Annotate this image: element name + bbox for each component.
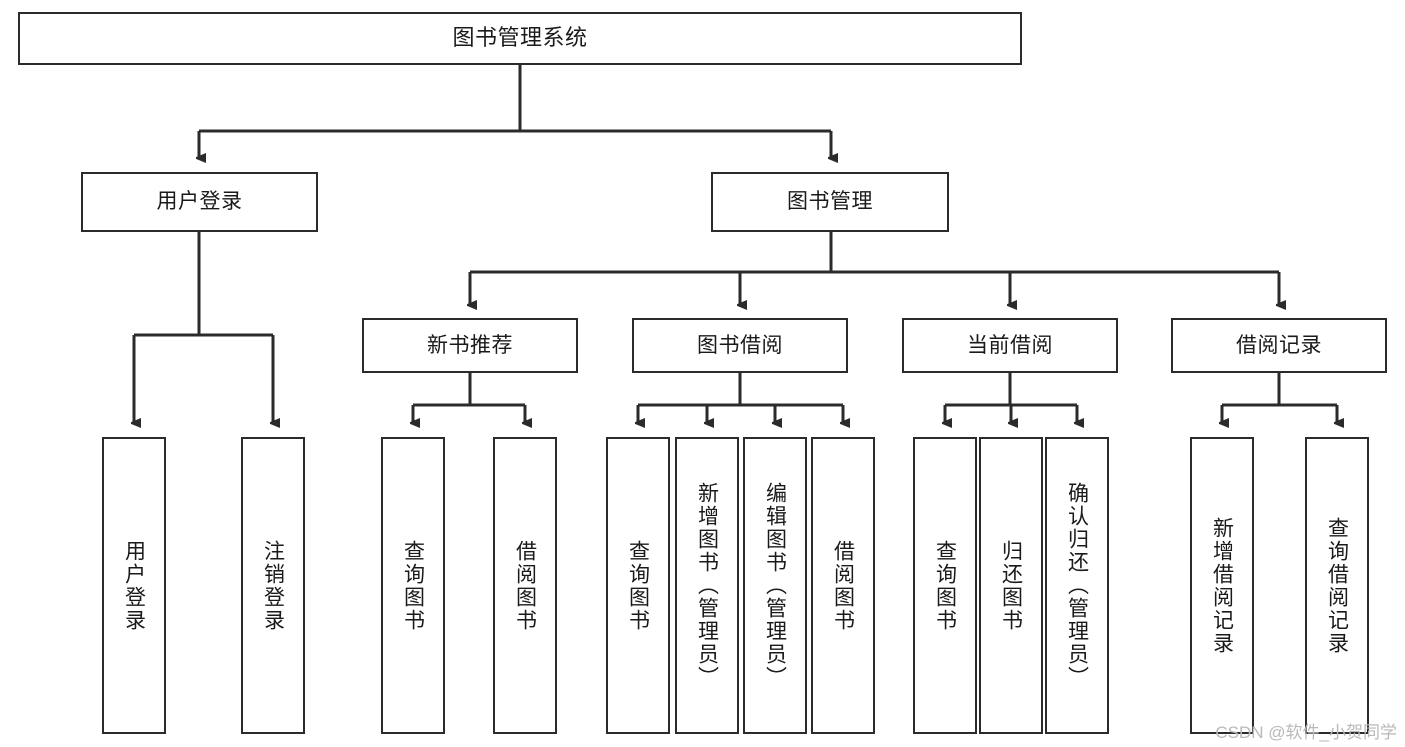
leaf-query-borrow-record[interactable]: 查询借阅记录 <box>1305 437 1369 734</box>
leaf-confirm-return-admin[interactable]: 确认归还（管理员） <box>1045 437 1109 734</box>
leaf-borrow-book-recommend[interactable]: 借阅图书 <box>493 437 557 734</box>
node-label: 注销登录 <box>261 539 285 632</box>
node-label: 当前借阅 <box>967 333 1053 357</box>
node-user-login[interactable]: 用户登录 <box>81 172 318 232</box>
node-label: 确认归还（管理员） <box>1065 482 1089 689</box>
node-label: 新增借阅记录 <box>1210 516 1234 655</box>
node-label: 新增图书（管理员） <box>695 482 719 689</box>
leaf-query-book-recommend[interactable]: 查询图书 <box>381 437 445 734</box>
leaf-query-book-borrow[interactable]: 查询图书 <box>606 437 670 734</box>
watermark-text: CSDN @软件_小贺同学 <box>1215 723 1397 742</box>
node-label: 借阅图书 <box>513 539 537 632</box>
node-root-book-management-system[interactable]: 图书管理系统 <box>18 12 1022 65</box>
node-label: 新书推荐 <box>427 333 513 357</box>
node-label: 查询图书 <box>626 539 650 632</box>
node-label: 图书借阅 <box>697 333 783 357</box>
node-label: 查询借阅记录 <box>1325 516 1349 655</box>
node-label: 图书管理系统 <box>452 25 588 51</box>
node-label: 用户登录 <box>156 190 243 214</box>
leaf-borrow-book[interactable]: 借阅图书 <box>811 437 875 734</box>
node-current-borrow[interactable]: 当前借阅 <box>902 318 1118 373</box>
leaf-user-logout[interactable]: 注销登录 <box>241 437 305 734</box>
node-borrow-record[interactable]: 借阅记录 <box>1171 318 1387 373</box>
leaf-add-book-admin[interactable]: 新增图书（管理员） <box>675 437 739 734</box>
node-label: 借阅图书 <box>831 539 855 632</box>
leaf-return-book[interactable]: 归还图书 <box>979 437 1043 734</box>
leaf-user-login[interactable]: 用户登录 <box>102 437 166 734</box>
node-label: 编辑图书（管理员） <box>763 482 787 689</box>
node-book-management[interactable]: 图书管理 <box>711 172 949 232</box>
leaf-query-book-current[interactable]: 查询图书 <box>913 437 977 734</box>
node-label: 用户登录 <box>122 539 146 632</box>
leaf-edit-book-admin[interactable]: 编辑图书（管理员） <box>743 437 807 734</box>
node-label: 借阅记录 <box>1236 333 1322 357</box>
node-label: 归还图书 <box>999 539 1023 632</box>
node-label: 查询图书 <box>401 539 425 632</box>
node-new-book-recommend[interactable]: 新书推荐 <box>362 318 578 373</box>
leaf-add-borrow-record[interactable]: 新增借阅记录 <box>1190 437 1254 734</box>
node-label: 图书管理 <box>787 190 873 214</box>
node-label: 查询图书 <box>933 539 957 632</box>
node-book-borrow[interactable]: 图书借阅 <box>632 318 848 373</box>
